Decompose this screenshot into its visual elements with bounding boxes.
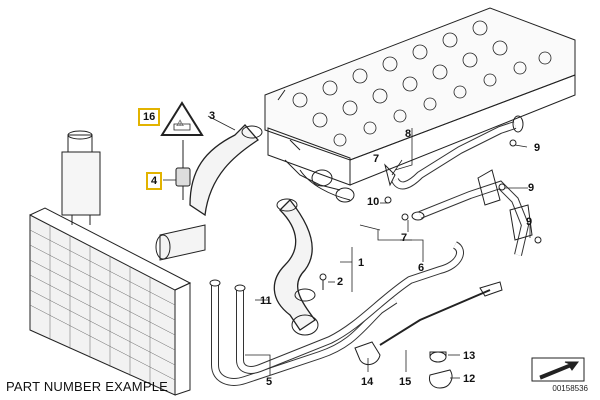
heater-hose xyxy=(411,169,533,256)
callout-7-lower[interactable]: 7 xyxy=(401,232,408,244)
leader-lines xyxy=(163,115,531,379)
callout-5[interactable]: 5 xyxy=(266,376,273,388)
pipe-clamp xyxy=(429,369,453,389)
callout-9-top[interactable]: 9 xyxy=(534,142,541,154)
callout-7-upper[interactable]: 7 xyxy=(373,153,380,165)
cylinder-head xyxy=(264,7,576,203)
cable-tie xyxy=(379,281,503,346)
callout-10[interactable]: 10 xyxy=(367,196,380,208)
direction-arrow-icon xyxy=(531,357,585,382)
callout-9-middle[interactable]: 9 xyxy=(528,182,535,194)
temperature-sensor xyxy=(175,140,191,200)
expansion-tank xyxy=(61,130,101,225)
callout-6[interactable]: 6 xyxy=(418,262,425,274)
lower-hose xyxy=(273,198,319,336)
callout-3[interactable]: 3 xyxy=(209,110,216,122)
grommet xyxy=(429,351,447,363)
caption: PART NUMBER EXAMPLE xyxy=(6,379,169,394)
callout-8[interactable]: 8 xyxy=(405,128,412,140)
diagram-id: 00158536 xyxy=(552,384,588,393)
callout-12[interactable]: 12 xyxy=(463,373,476,385)
hose-clip xyxy=(354,341,381,366)
callout-13[interactable]: 13 xyxy=(463,350,476,362)
upper-hose xyxy=(155,124,263,261)
coolant-pipe xyxy=(209,241,464,386)
callout-4[interactable]: 4 xyxy=(146,172,163,190)
callout-16[interactable]: 16 xyxy=(138,108,161,126)
callout-15[interactable]: 15 xyxy=(399,376,412,388)
callout-11[interactable]: 11 xyxy=(260,295,272,307)
radiator xyxy=(29,207,192,396)
warning-symbol-icon: ⚠ xyxy=(176,118,185,128)
warning-label xyxy=(160,101,204,136)
callout-2[interactable]: 2 xyxy=(337,276,344,288)
callout-14[interactable]: 14 xyxy=(361,376,374,388)
callout-1[interactable]: 1 xyxy=(358,257,365,269)
vent-pipe xyxy=(384,115,524,190)
callout-9-bottom[interactable]: 9 xyxy=(526,216,533,228)
